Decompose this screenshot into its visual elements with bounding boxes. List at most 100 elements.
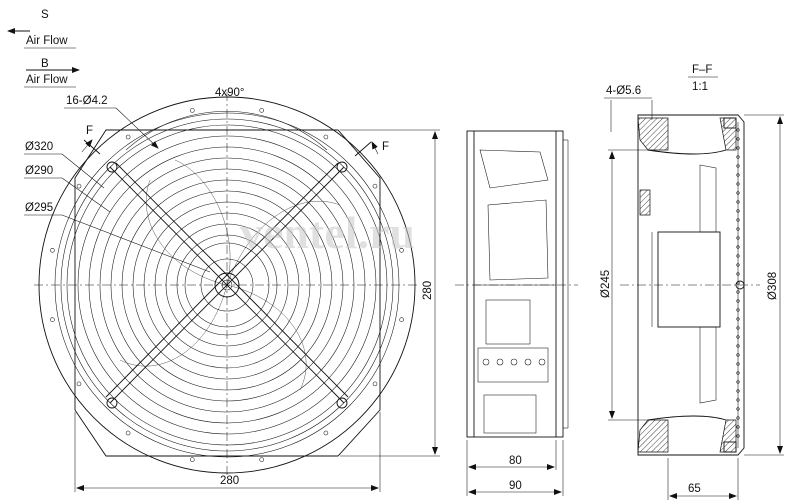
guard-wire xyxy=(736,407,740,411)
legend-b-caption: Air Flow xyxy=(26,74,68,86)
strut-b2 xyxy=(105,162,339,398)
guard-wire xyxy=(736,416,740,420)
housing-outline xyxy=(74,129,381,457)
side-blade-mid xyxy=(487,199,549,281)
guard-wire xyxy=(736,344,740,348)
side-body-outline xyxy=(466,130,564,438)
guard-wire xyxy=(736,137,740,141)
screw-bottom-right xyxy=(336,397,348,409)
guard-wire xyxy=(736,299,740,303)
flange-top-hatch xyxy=(637,117,669,151)
dia-295-leader xyxy=(61,214,211,273)
mounting-hole xyxy=(50,317,55,322)
guard-wire xyxy=(736,182,740,186)
guard-wire xyxy=(736,308,740,312)
side-base-box xyxy=(483,394,537,434)
guard-wire xyxy=(736,254,740,258)
mounting-holes-label: 16-Ø4.2 xyxy=(66,95,108,107)
screw-bottom-left xyxy=(106,397,118,409)
dia-320-leader xyxy=(61,153,105,189)
guard-wire xyxy=(736,290,740,294)
angle-arc xyxy=(125,111,328,151)
dia-290-leader xyxy=(61,177,111,213)
section-arrow-right xyxy=(371,141,379,155)
depth-65-label: 65 xyxy=(688,483,701,495)
front-view: 4x90° 16-Ø4.2 F F Ø320 Ø290 Ø295 280 280 xyxy=(24,87,440,492)
guard-wire xyxy=(736,263,740,267)
guard-wire xyxy=(736,146,740,150)
guard-wire xyxy=(736,236,740,240)
guard-wire xyxy=(736,191,740,195)
watermark: ventel.ru xyxy=(240,207,415,258)
guard-wire xyxy=(736,245,740,249)
mounting-hole xyxy=(323,430,329,436)
mounting-hole xyxy=(125,430,131,436)
guard-wire xyxy=(736,128,740,132)
guard-wire xyxy=(736,389,740,393)
guard-wire xyxy=(736,317,740,321)
depth-90-label: 90 xyxy=(509,480,522,492)
side-view: 80 90 xyxy=(455,130,578,496)
flange-bottom-hatch xyxy=(637,419,669,453)
guard-wire xyxy=(736,335,740,339)
legend-s-caption: Air Flow xyxy=(26,35,68,47)
dia-308-label: Ø308 xyxy=(767,272,779,300)
height-label: 280 xyxy=(422,281,434,300)
width-label: 280 xyxy=(220,475,239,487)
section-title: F–F xyxy=(692,64,712,76)
ring-bottom-hatch xyxy=(719,419,737,453)
section-mark-left: F xyxy=(86,125,93,137)
blade-bottom xyxy=(699,326,717,404)
mounting-hole xyxy=(259,108,264,113)
dia-245-label: Ø245 xyxy=(600,270,612,298)
section-scale: 1:1 xyxy=(692,81,708,93)
venturi-hatch xyxy=(639,189,651,216)
terminal-block xyxy=(477,347,549,383)
ring-top-hatch xyxy=(719,117,737,151)
guard-wire xyxy=(736,434,740,438)
guard-wire xyxy=(736,200,740,204)
guard-wire xyxy=(736,398,740,402)
mounting-holes xyxy=(50,108,404,462)
airflow-legend: S Air Flow B Air Flow xyxy=(7,9,80,88)
motor-body xyxy=(657,231,721,328)
terminal-screws xyxy=(482,358,546,366)
mounting-hole xyxy=(259,457,264,462)
guard-wire xyxy=(736,173,740,177)
mounting-hole xyxy=(190,457,195,462)
guard-wire xyxy=(736,362,740,366)
venturi-top xyxy=(647,149,727,155)
hole-pattern-label: 4x90° xyxy=(215,87,245,99)
mounting-hole xyxy=(323,134,329,140)
section-frame-outline xyxy=(637,114,745,456)
dia-320-label: Ø320 xyxy=(25,141,53,153)
dia-290-label: Ø290 xyxy=(25,165,53,177)
guard-wire xyxy=(736,227,740,231)
side-blade-top xyxy=(479,149,549,189)
mounting-hole xyxy=(76,381,82,387)
mounting-hole xyxy=(372,183,378,189)
guard-wire xyxy=(736,371,740,375)
guard-wire xyxy=(736,164,740,168)
mounting-hole xyxy=(372,381,378,387)
guard-wire xyxy=(736,425,740,429)
side-motor-box xyxy=(485,299,531,345)
guard-wire xyxy=(736,380,740,384)
guard-wire xyxy=(736,326,740,330)
mounting-hole xyxy=(76,183,82,189)
mounting-hole xyxy=(399,248,404,253)
mounting-hole xyxy=(399,317,404,322)
screw-top-left xyxy=(106,161,118,173)
screw-bottom xyxy=(723,441,737,453)
mounting-hole xyxy=(50,248,55,253)
mounting-hole xyxy=(190,108,195,113)
dia-295-label: Ø295 xyxy=(25,202,53,214)
section-view: F–F 1:1 4-Ø5.6 Ø245 xyxy=(600,64,784,500)
depth-80-label: 80 xyxy=(509,455,522,467)
guard-wire xyxy=(736,209,740,213)
mounting-hole xyxy=(125,134,131,140)
screw-top xyxy=(723,117,737,129)
section-mark-right: F xyxy=(382,141,389,153)
guard-wires xyxy=(736,128,740,438)
